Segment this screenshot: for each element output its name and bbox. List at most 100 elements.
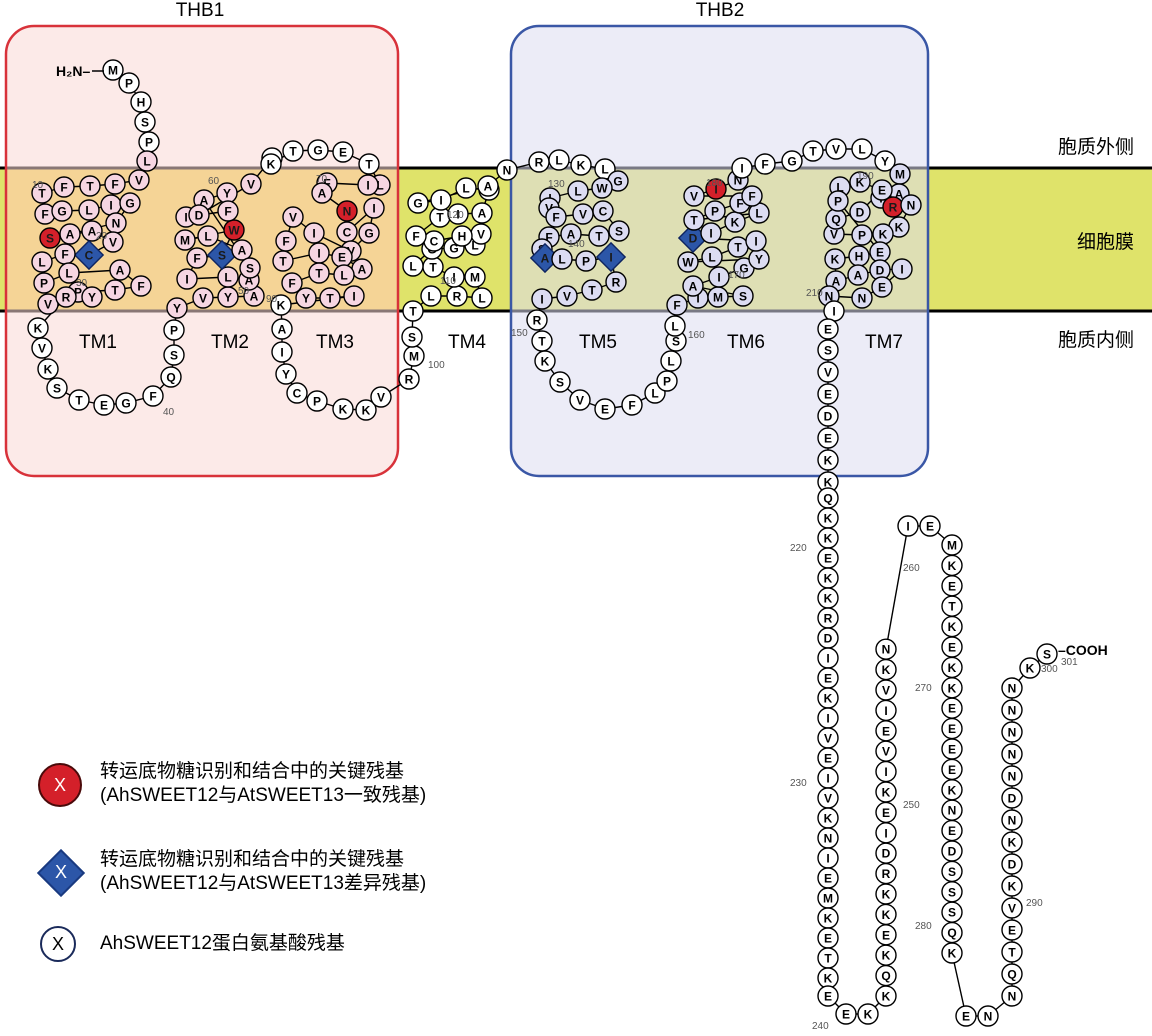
residue-shape bbox=[176, 268, 198, 290]
residue: S bbox=[549, 371, 571, 393]
residue-letter: G bbox=[313, 144, 322, 158]
residue-letter: K bbox=[895, 221, 904, 235]
residue-letter: I bbox=[540, 293, 543, 307]
residue: T bbox=[727, 236, 749, 258]
chain-bond bbox=[951, 952, 967, 1017]
residue-letter: V bbox=[377, 391, 385, 405]
residue-shape bbox=[595, 241, 627, 273]
residue-letter: V bbox=[289, 211, 297, 225]
chain-bond bbox=[280, 295, 355, 306]
residue-letter: I bbox=[826, 652, 829, 666]
num-260: 260 bbox=[903, 563, 920, 574]
residue-letter: A bbox=[66, 228, 75, 242]
num-301: 301 bbox=[1061, 657, 1078, 668]
residue-shape bbox=[188, 204, 210, 226]
residue-letter: F bbox=[412, 230, 419, 244]
residue-shape bbox=[732, 285, 754, 307]
residue-letter: N bbox=[1008, 726, 1017, 740]
residue: W bbox=[591, 177, 613, 199]
residue-letter: T bbox=[111, 284, 119, 298]
residue-letter: K bbox=[864, 1008, 873, 1022]
residue-letter: L bbox=[65, 267, 72, 281]
residue-letter: W bbox=[596, 182, 608, 196]
residue-letter: K bbox=[824, 532, 833, 546]
residue-shape bbox=[708, 266, 730, 288]
residue-shape bbox=[355, 399, 377, 421]
num-180: 180 bbox=[706, 178, 723, 189]
residue-shape bbox=[163, 344, 185, 366]
num-90: 90 bbox=[266, 294, 278, 305]
residue: T bbox=[31, 182, 53, 204]
residue: F bbox=[54, 243, 76, 265]
residue-letter: E bbox=[824, 932, 832, 946]
num-240: 240 bbox=[812, 1021, 829, 1032]
residue-letter: V bbox=[247, 178, 255, 192]
residue-letter: T bbox=[690, 214, 698, 228]
residue-letter: K bbox=[948, 681, 957, 695]
residue-shape bbox=[556, 285, 578, 307]
residue-letter: V bbox=[545, 202, 553, 216]
residue: P bbox=[118, 72, 140, 94]
residue: S bbox=[817, 339, 839, 361]
residue-letter: I bbox=[884, 704, 887, 718]
residue-letter: F bbox=[193, 252, 200, 266]
residue-shape bbox=[1001, 831, 1023, 853]
residue-shape bbox=[231, 239, 253, 261]
residue: N bbox=[105, 212, 127, 234]
legend-symbol-x: X bbox=[40, 926, 76, 962]
residue-shape bbox=[851, 287, 873, 309]
residue-letter: H bbox=[137, 96, 146, 110]
residue: F bbox=[104, 173, 126, 195]
residue-letter: E bbox=[882, 806, 890, 820]
residue-letter: E bbox=[948, 702, 956, 716]
residue-letter: A bbox=[250, 290, 259, 304]
residue-shape bbox=[1001, 787, 1023, 809]
residue-shape bbox=[136, 150, 158, 172]
residue-letter: K bbox=[824, 592, 833, 606]
residue-shape bbox=[1036, 643, 1058, 665]
residue-letter: Q bbox=[881, 969, 890, 983]
residue-shape bbox=[817, 985, 839, 1007]
residue-letter: I bbox=[609, 251, 612, 265]
residue-letter: K bbox=[948, 620, 957, 634]
residue-letter: I bbox=[372, 202, 375, 216]
residue-shape bbox=[281, 272, 303, 294]
residue-letter: Y bbox=[755, 253, 763, 267]
residue-shape bbox=[102, 59, 124, 81]
residue: Y bbox=[748, 248, 770, 270]
residue-letter: F bbox=[224, 205, 231, 219]
residue-shape bbox=[683, 185, 705, 207]
num-60: 60 bbox=[208, 176, 220, 187]
residue-shape bbox=[548, 149, 570, 171]
residue-shape bbox=[358, 153, 380, 175]
residue-letter: D bbox=[1008, 858, 1017, 872]
residue-letter: N bbox=[112, 217, 121, 231]
residue: K bbox=[817, 567, 839, 589]
legend-item-different: X 转运底物糖识别和结合中的关键残基 (AhSWEET12与AtSWEET13差… bbox=[36, 848, 426, 898]
residue-shape bbox=[1001, 743, 1023, 765]
residue-shape bbox=[874, 150, 896, 172]
residue: A bbox=[311, 182, 333, 204]
residue-shape bbox=[81, 220, 103, 242]
residue-letter: T bbox=[824, 952, 832, 966]
residue-letter: V bbox=[690, 190, 698, 204]
num-280: 280 bbox=[915, 921, 932, 932]
residue-letter: E bbox=[824, 552, 832, 566]
residue: E bbox=[817, 318, 839, 340]
residue-shape bbox=[455, 177, 477, 199]
residue-letter: F bbox=[545, 231, 552, 245]
residue: E bbox=[817, 427, 839, 449]
residue-letter: Y bbox=[223, 187, 231, 201]
residue-shape bbox=[451, 225, 473, 247]
residue: A bbox=[847, 264, 869, 286]
residue-letter: K bbox=[882, 949, 891, 963]
residue: N bbox=[1001, 699, 1023, 721]
residue-letter: N bbox=[984, 1010, 993, 1024]
residue: R bbox=[875, 862, 897, 885]
residue-letter: F bbox=[288, 277, 295, 291]
residue: I bbox=[875, 760, 897, 783]
residue: K bbox=[1001, 875, 1023, 897]
residue-shape bbox=[398, 368, 420, 390]
num-20: 20 bbox=[96, 231, 108, 242]
residue: E bbox=[871, 179, 893, 201]
